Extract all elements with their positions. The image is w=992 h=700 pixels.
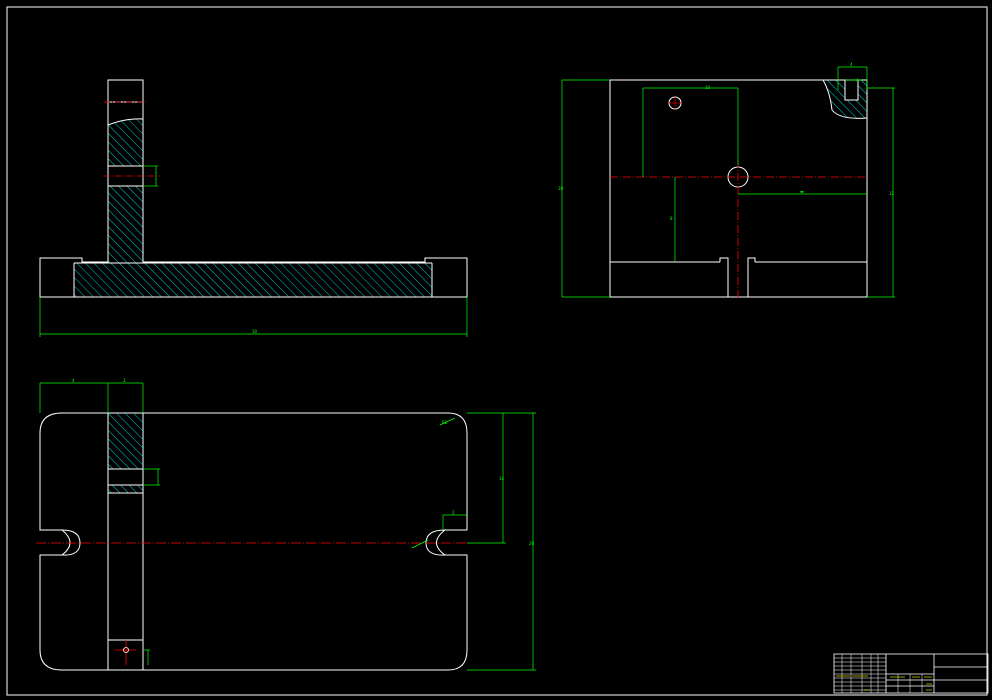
title-block: [833, 653, 989, 694]
plan-left-top-dim-label: 4: [72, 378, 75, 383]
drawing-border: [6, 6, 988, 696]
side-view-notch-hatch: [822, 79, 868, 119]
plan-radius-dim-label: R2: [442, 420, 448, 425]
side-right-height-dim-label: 12: [889, 191, 895, 196]
side-vert-dim-label: 8: [670, 216, 673, 221]
side-top-dim-label: 4: [850, 62, 853, 67]
front-view-section-hatch: [74, 118, 432, 297]
plan-left-top-dim-label-2: 3: [123, 378, 126, 383]
side-slot-dim-label: 4: [856, 78, 859, 83]
plan-view-section-hatch: [108, 413, 143, 469]
side-horiz-dim-mark: ▬: [800, 189, 804, 194]
side-height-dim-label: 16: [558, 186, 564, 191]
plan-view: 4 3 20 14 2 R2: [36, 378, 536, 671]
plan-overall-height-dim-label: 20: [529, 541, 535, 546]
plan-slot-dim-label: 2: [452, 510, 455, 515]
side-view: 16 12 4 4 10 8 ▬: [558, 62, 895, 300]
side-view-outline: [609, 79, 868, 298]
side-hole-dist-label: 10: [705, 85, 711, 90]
plan-right-dim-label: 14: [499, 476, 505, 481]
plan-view-outline: [39, 412, 468, 671]
front-width-dim-label: 30: [252, 329, 258, 334]
front-view: 30: [39, 79, 468, 337]
